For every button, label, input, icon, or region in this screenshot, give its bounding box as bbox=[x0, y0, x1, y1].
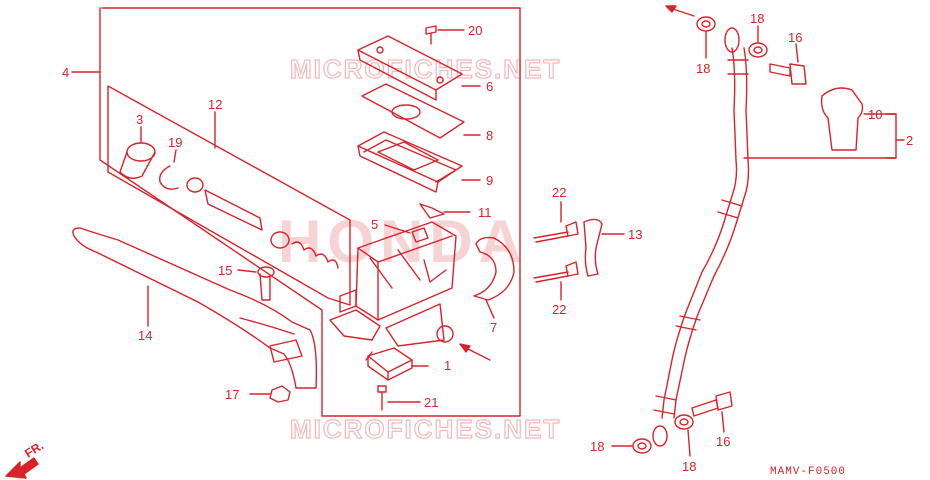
part-20-screw bbox=[425, 25, 465, 45]
part-22-bolt-lower bbox=[533, 261, 579, 301]
label-12: 12 bbox=[208, 97, 222, 112]
bracket-assembly-2 bbox=[885, 113, 897, 159]
part-18-washer-d bbox=[674, 414, 694, 457]
label-15: 15 bbox=[218, 263, 232, 278]
part-13-bracket bbox=[583, 218, 625, 277]
part-22-bolt-upper bbox=[533, 201, 579, 243]
label-18-d: 18 bbox=[682, 459, 696, 474]
label-22-lower: 22 bbox=[552, 302, 566, 317]
part-8-plate bbox=[361, 83, 481, 139]
label-16-lower: 16 bbox=[716, 434, 730, 449]
part-14-lever bbox=[72, 227, 318, 389]
part-master-cylinder-body bbox=[329, 221, 457, 347]
label-18-b: 18 bbox=[750, 11, 764, 26]
part-19-circlip bbox=[159, 149, 179, 190]
label-10: 10 bbox=[868, 107, 882, 122]
direction-arrow-small bbox=[459, 343, 491, 361]
label-19: 19 bbox=[168, 135, 182, 150]
label-18-c: 18 bbox=[590, 439, 604, 454]
label-11: 11 bbox=[478, 205, 492, 220]
label-21: 21 bbox=[424, 395, 438, 410]
part-brake-hose bbox=[652, 27, 897, 447]
watermark-site-top: MICROFICHES.NET bbox=[290, 54, 561, 84]
callout-labels: 1 2 3 4 5 6 7 8 9 10 11 12 13 14 15 16 1… bbox=[62, 11, 913, 474]
part-21-screw bbox=[377, 385, 421, 411]
label-22-upper: 22 bbox=[552, 185, 566, 200]
diagram-code: MAMV-F0500 bbox=[770, 466, 846, 478]
part-17-nut bbox=[249, 385, 291, 403]
label-13: 13 bbox=[628, 227, 642, 242]
part-16-bolt-upper bbox=[769, 43, 807, 85]
fr-arrow bbox=[5, 457, 39, 479]
part-3-boot bbox=[119, 126, 156, 179]
direction-label: FR. bbox=[22, 438, 46, 460]
label-4: 4 bbox=[62, 65, 69, 80]
label-6: 6 bbox=[486, 79, 493, 94]
part-10-cover bbox=[820, 87, 897, 151]
label-3: 3 bbox=[136, 112, 143, 127]
label-20: 20 bbox=[468, 23, 482, 38]
label-8: 8 bbox=[486, 128, 493, 143]
part-12-piston-set bbox=[186, 177, 339, 269]
part-7-holder bbox=[473, 236, 515, 319]
part-11-plate bbox=[419, 203, 471, 219]
part-9-diaphragm bbox=[357, 131, 481, 193]
label-2: 2 bbox=[906, 133, 913, 148]
part-6-cap bbox=[357, 35, 481, 101]
frame-assembly-4 bbox=[99, 7, 521, 417]
label-1: 1 bbox=[444, 358, 451, 373]
label-9: 9 bbox=[486, 173, 493, 188]
label-7: 7 bbox=[490, 320, 497, 335]
part-15-pivot-bolt bbox=[237, 266, 275, 301]
label-5: 5 bbox=[371, 217, 378, 232]
part-5-screw bbox=[384, 224, 429, 243]
part-18-washer-b bbox=[748, 25, 768, 58]
label-16-upper: 16 bbox=[788, 30, 802, 45]
part-1-switch bbox=[365, 347, 429, 381]
label-18-a: 18 bbox=[696, 61, 710, 76]
label-14: 14 bbox=[138, 328, 152, 343]
watermark-site-bottom: MICROFICHES.NET bbox=[290, 414, 561, 444]
frame-piston-12 bbox=[107, 85, 351, 306]
label-17: 17 bbox=[225, 387, 239, 402]
watermark-brand: HONDA bbox=[278, 208, 528, 275]
part-16-bolt-lower bbox=[691, 391, 733, 433]
part-18-washer-a bbox=[696, 16, 716, 59]
hose-direction-arrow bbox=[665, 5, 695, 17]
part-18-washer-c bbox=[611, 438, 652, 454]
